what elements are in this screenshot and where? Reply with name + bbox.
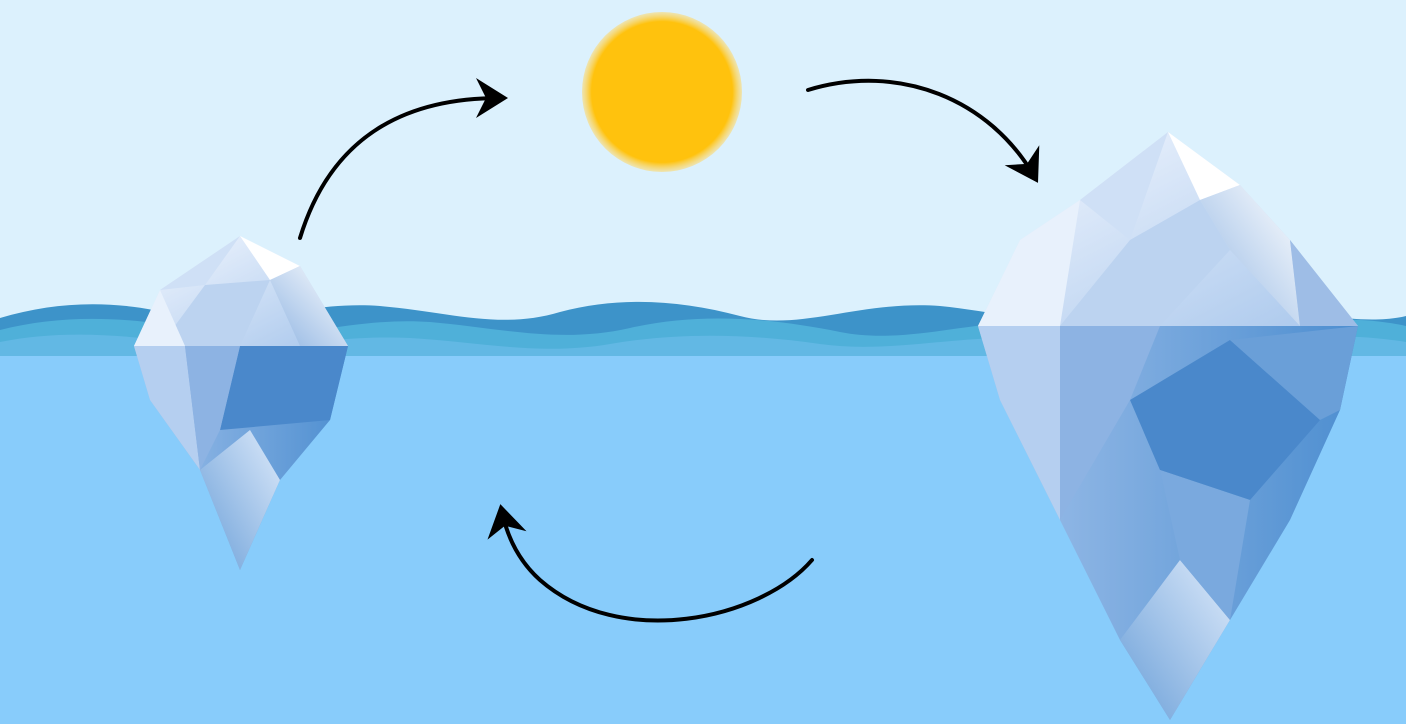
sun-icon (582, 12, 742, 172)
arrow-sun-to-large (806, 78, 1040, 183)
arrow-small-to-sun (298, 78, 508, 240)
iceberg-small (134, 236, 348, 570)
iceberg-large (978, 132, 1358, 720)
arrow-bottom-return (487, 504, 814, 623)
